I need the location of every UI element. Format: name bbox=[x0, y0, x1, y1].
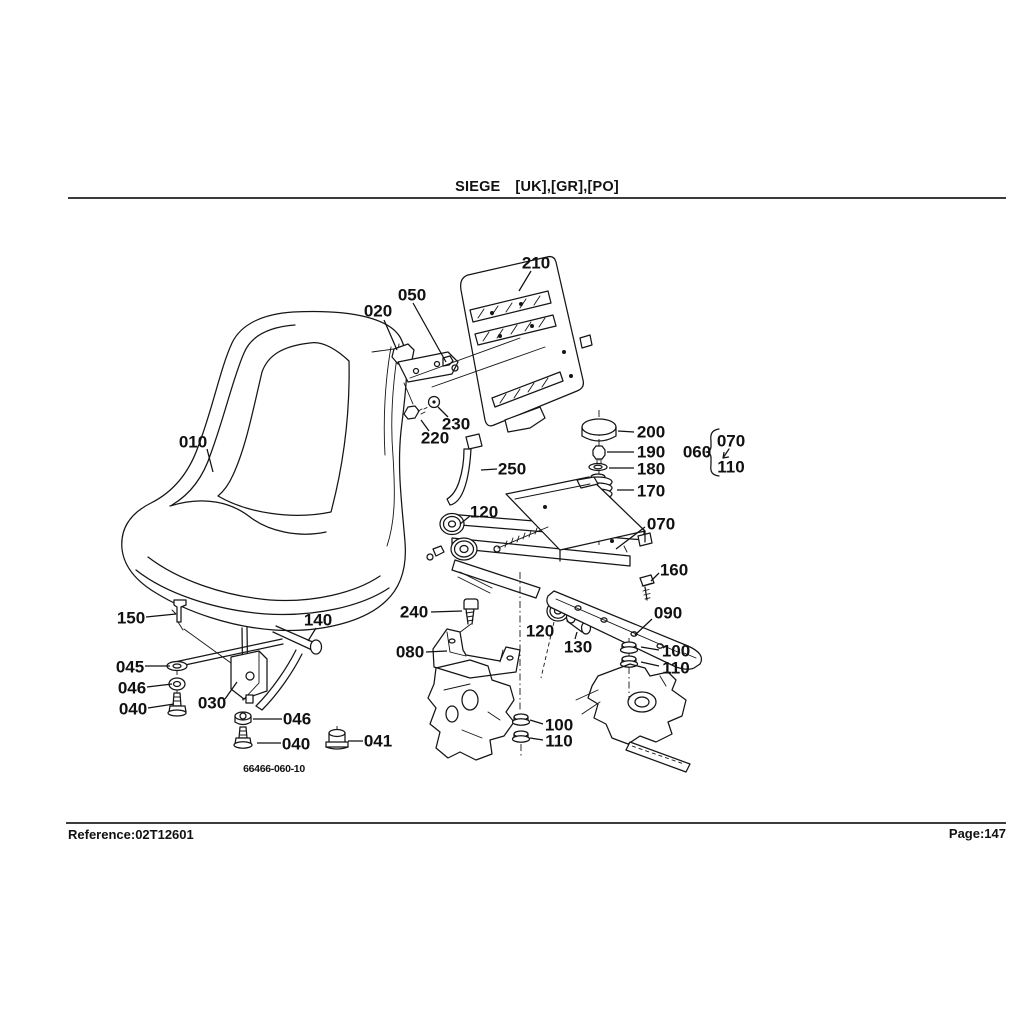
callout-250: 250 bbox=[497, 459, 527, 479]
header-rule bbox=[68, 197, 1006, 199]
group-060-item-110: 110 bbox=[717, 457, 745, 477]
callout-160: 160 bbox=[659, 560, 689, 580]
bolt-240 bbox=[464, 599, 478, 624]
leader-080 bbox=[426, 651, 447, 652]
leader-250 bbox=[481, 469, 497, 470]
callout-150: 150 bbox=[116, 608, 146, 628]
leader-046-left bbox=[147, 684, 172, 687]
callout-110-bottom: 110 bbox=[545, 731, 573, 751]
leader-200 bbox=[618, 431, 634, 432]
page-number: Page:147 bbox=[948, 826, 1006, 841]
strap-part-250 bbox=[447, 434, 482, 505]
anchor-strip-part-090 bbox=[547, 591, 702, 669]
backrest-plate-part-210 bbox=[461, 257, 592, 432]
callout-220: 220 bbox=[420, 428, 450, 448]
footer-rule bbox=[66, 822, 1006, 824]
leader-150 bbox=[146, 614, 176, 617]
seat-part-010 bbox=[122, 311, 407, 630]
callout-200: 200 bbox=[636, 422, 666, 442]
left-chassis-casting bbox=[428, 660, 514, 760]
leader-240 bbox=[431, 611, 462, 612]
leader-020 bbox=[384, 320, 397, 350]
release-mechanism-parts-150-140-030 bbox=[169, 600, 322, 710]
bolt-220-washer-230 bbox=[404, 397, 440, 420]
callout-045: 045 bbox=[115, 657, 145, 677]
reference-number: Reference:02T12601 bbox=[68, 827, 194, 842]
leader-220 bbox=[421, 420, 429, 431]
leader-120-upper bbox=[460, 516, 470, 524]
page-title-main: SIEGE bbox=[455, 179, 501, 195]
nuts-100-110-bottom bbox=[513, 714, 530, 758]
leader-210 bbox=[519, 271, 531, 291]
callout-020: 020 bbox=[363, 301, 393, 321]
callout-120-lower: 120 bbox=[525, 621, 555, 641]
page-title: SIEGE [UK],[GR],[PO] bbox=[68, 179, 1006, 195]
nuts-100-110-right bbox=[621, 638, 638, 700]
leader-lines bbox=[145, 271, 659, 743]
down-range-arrow-icon bbox=[723, 449, 729, 458]
callout-110-right: 110 bbox=[662, 658, 690, 678]
leader-110-right bbox=[641, 662, 659, 666]
callout-210: 210 bbox=[521, 253, 551, 273]
callout-060: 060 bbox=[682, 442, 712, 462]
hinge-bracket-parts-020-050 bbox=[372, 338, 545, 404]
leader-230 bbox=[438, 407, 448, 417]
slide-frame-part-070 bbox=[448, 477, 652, 712]
callout-070-frame: 070 bbox=[646, 514, 676, 534]
bolt-160 bbox=[640, 575, 654, 600]
leader-070-frame bbox=[616, 527, 645, 549]
leader-030 bbox=[225, 682, 237, 699]
group-060-brace bbox=[706, 429, 729, 476]
right-chassis-casting bbox=[576, 664, 690, 772]
page-title-variants: [UK],[GR],[PO] bbox=[515, 179, 619, 195]
callout-180: 180 bbox=[636, 459, 666, 479]
leader-090 bbox=[635, 619, 652, 635]
leader-160 bbox=[651, 573, 659, 581]
callout-010: 010 bbox=[178, 432, 208, 452]
mount-bracket-part-080 bbox=[433, 629, 520, 678]
callout-190: 190 bbox=[636, 442, 666, 462]
callout-120-upper: 120 bbox=[469, 502, 499, 522]
callout-240: 240 bbox=[399, 602, 429, 622]
callout-040-mid: 040 bbox=[281, 734, 311, 754]
leader-100-right bbox=[641, 647, 659, 650]
callout-050: 050 bbox=[397, 285, 427, 305]
leader-110-bottom bbox=[530, 738, 543, 740]
callout-046-left: 046 bbox=[117, 678, 147, 698]
leader-130 bbox=[575, 632, 577, 639]
callout-170: 170 bbox=[636, 481, 666, 501]
callout-100-bottom: 100 bbox=[544, 715, 574, 735]
callout-140: 140 bbox=[303, 610, 333, 630]
leader-140 bbox=[308, 628, 316, 641]
callout-090: 090 bbox=[653, 603, 683, 623]
callout-046-mid: 046 bbox=[282, 709, 312, 729]
callout-040-left: 040 bbox=[118, 699, 148, 719]
leader-010 bbox=[207, 449, 213, 472]
callout-080: 080 bbox=[395, 642, 425, 662]
callout-041: 041 bbox=[363, 731, 393, 751]
callout-230: 230 bbox=[441, 414, 471, 434]
diagram-code: 66466-060-10 bbox=[243, 763, 305, 775]
leader-040-left bbox=[148, 704, 174, 708]
callout-030: 030 bbox=[197, 693, 227, 713]
group-060-item-070: 070 bbox=[716, 431, 746, 451]
callout-130: 130 bbox=[563, 637, 593, 657]
callout-100-right: 100 bbox=[661, 641, 691, 661]
leader-050 bbox=[413, 303, 446, 362]
leader-100-bottom bbox=[530, 720, 543, 724]
